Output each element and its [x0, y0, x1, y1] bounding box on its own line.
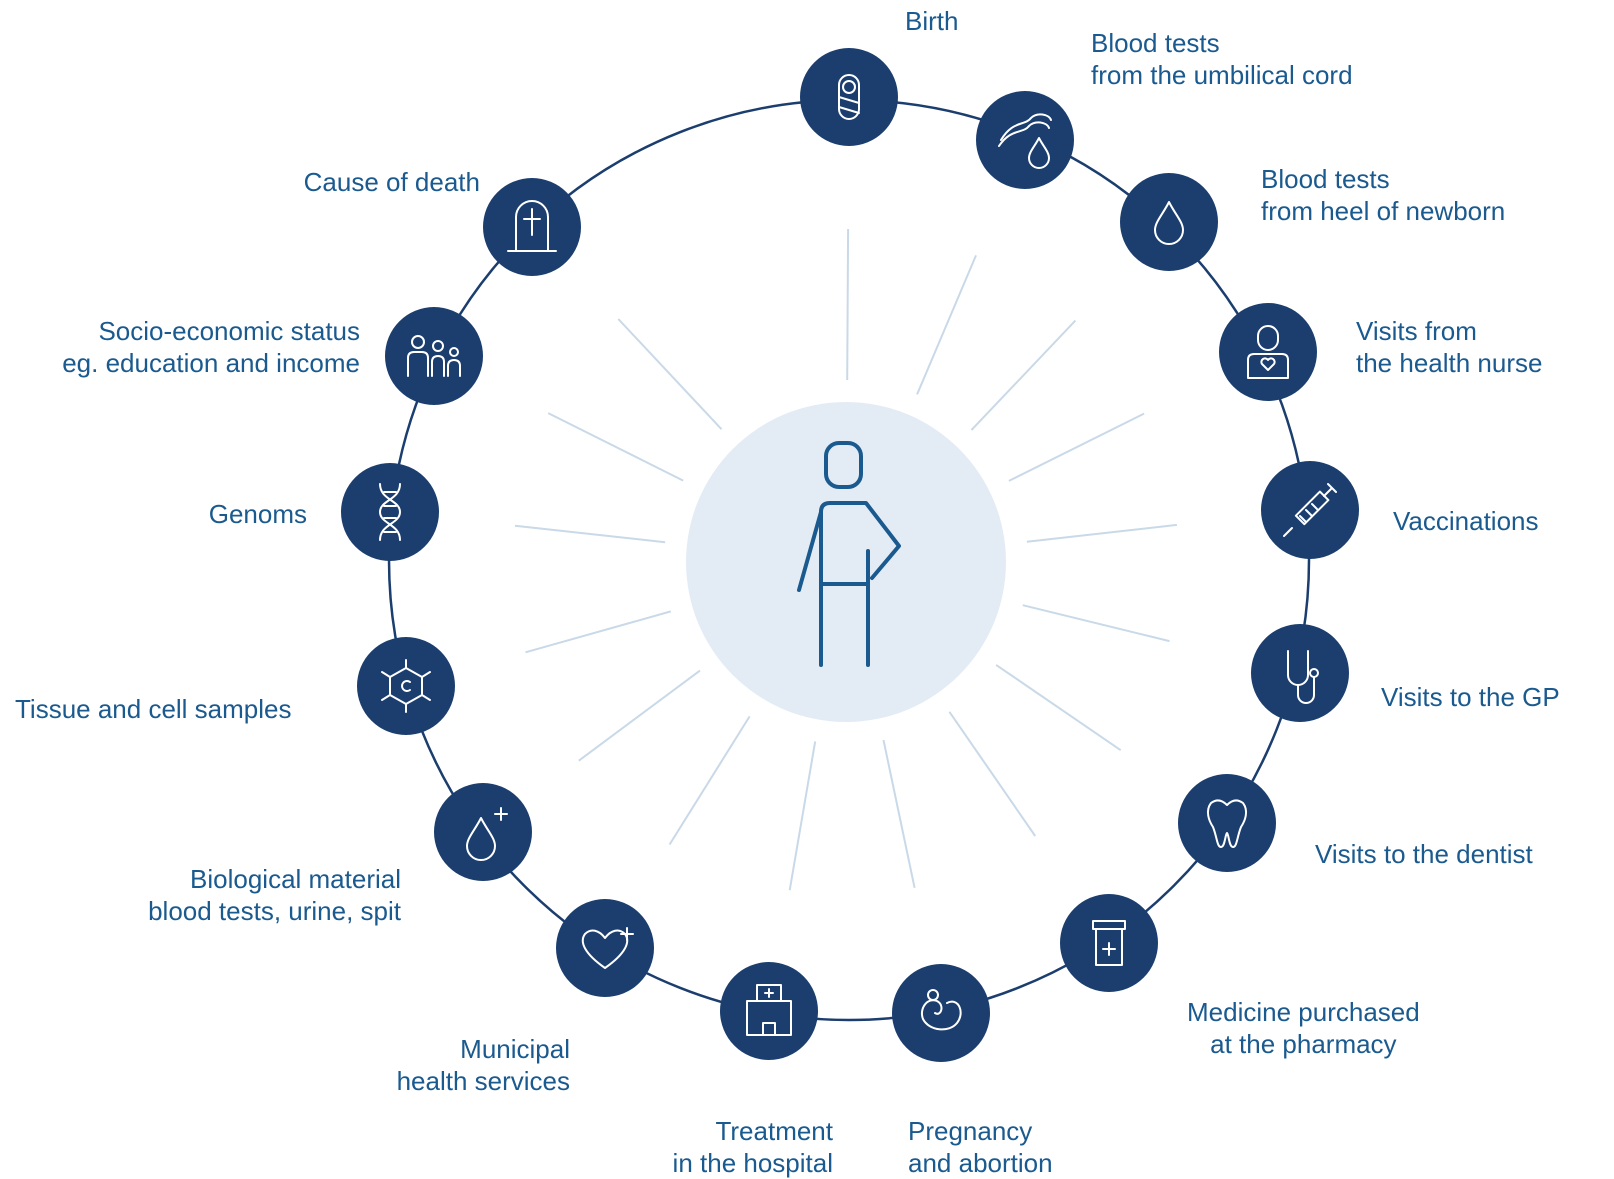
node-vaccinations: [1261, 461, 1359, 559]
node-circle: [720, 962, 818, 1060]
node-dentist: [1178, 774, 1276, 872]
node-circle: [341, 463, 439, 561]
center-circle: [686, 402, 1006, 722]
label-cause-of-death: Cause of death: [303, 167, 480, 197]
node-pregnancy: [892, 964, 990, 1062]
spoke-pregnancy: [882, 739, 916, 889]
person-icon: [797, 441, 901, 667]
node-circle: [892, 964, 990, 1062]
medicine-jar-icon: [1092, 920, 1126, 966]
label-tissue: Tissue and cell samples: [15, 694, 292, 724]
dna-icon: [379, 483, 401, 541]
spoke-pharmacy: [948, 711, 1037, 837]
spoke-cord-blood: [916, 255, 977, 395]
label-birth: Birth: [905, 6, 959, 36]
node-bio-material: [434, 783, 532, 881]
node-heel-blood: [1120, 173, 1218, 271]
node-circle: [976, 91, 1074, 189]
node-circle: [1261, 461, 1359, 559]
label-vaccinations: Vaccinations: [1393, 506, 1539, 536]
node-cause-of-death: [483, 178, 581, 276]
label-dentist: Visits to the dentist: [1315, 839, 1533, 869]
drop-plus-icon: [466, 807, 508, 861]
node-genoms: [341, 463, 439, 561]
spoke-health-nurse: [1008, 412, 1145, 482]
cell-icon: [381, 659, 431, 713]
node-socio-economic: [385, 307, 483, 405]
spoke-hospital: [788, 741, 817, 891]
node-health-nurse: [1219, 303, 1317, 401]
fetus-icon: [921, 989, 962, 1031]
node-gp: [1251, 624, 1349, 722]
spoke-socio-economic: [547, 412, 684, 482]
event-nodes: [341, 48, 1359, 1062]
spokes: [514, 228, 1178, 891]
spoke-municipal: [668, 715, 751, 846]
node-municipal: [556, 899, 654, 997]
node-circle: [1178, 774, 1276, 872]
blood-drop-icon: [1154, 201, 1184, 245]
spoke-genoms: [514, 524, 666, 544]
stethoscope-icon: [1287, 650, 1319, 704]
baby-icon: [838, 74, 860, 120]
spoke-heel-blood: [970, 319, 1077, 431]
node-pharmacy: [1060, 894, 1158, 992]
spoke-birth: [846, 228, 850, 381]
spoke-bio-material: [578, 669, 701, 762]
heart-plus-icon: [581, 927, 634, 969]
spoke-dentist: [995, 664, 1122, 752]
node-circle: [1120, 173, 1218, 271]
node-circle: [1251, 624, 1349, 722]
node-hospital: [720, 962, 818, 1060]
node-circle: [357, 637, 455, 735]
tooth-icon: [1206, 799, 1248, 848]
node-tissue: [357, 637, 455, 735]
label-gp: Visits to the GP: [1381, 682, 1560, 712]
node-circle: [556, 899, 654, 997]
spoke-vaccinations: [1026, 523, 1178, 543]
node-circle: [800, 48, 898, 146]
label-genoms: Genoms: [208, 499, 307, 529]
umbilical-blood-icon: [998, 113, 1052, 169]
node-circle: [434, 783, 532, 881]
syringe-icon: [1283, 483, 1337, 537]
family-icon: [407, 335, 461, 377]
gravestone-icon: [507, 200, 557, 252]
spoke-gp: [1022, 604, 1170, 643]
spoke-tissue: [525, 610, 672, 654]
node-cord-blood: [976, 91, 1074, 189]
nurse-icon: [1247, 325, 1289, 379]
node-birth: [800, 48, 898, 146]
hospital-icon: [746, 984, 792, 1036]
node-circle: [1219, 303, 1317, 401]
spoke-cause-of-death: [617, 318, 723, 430]
